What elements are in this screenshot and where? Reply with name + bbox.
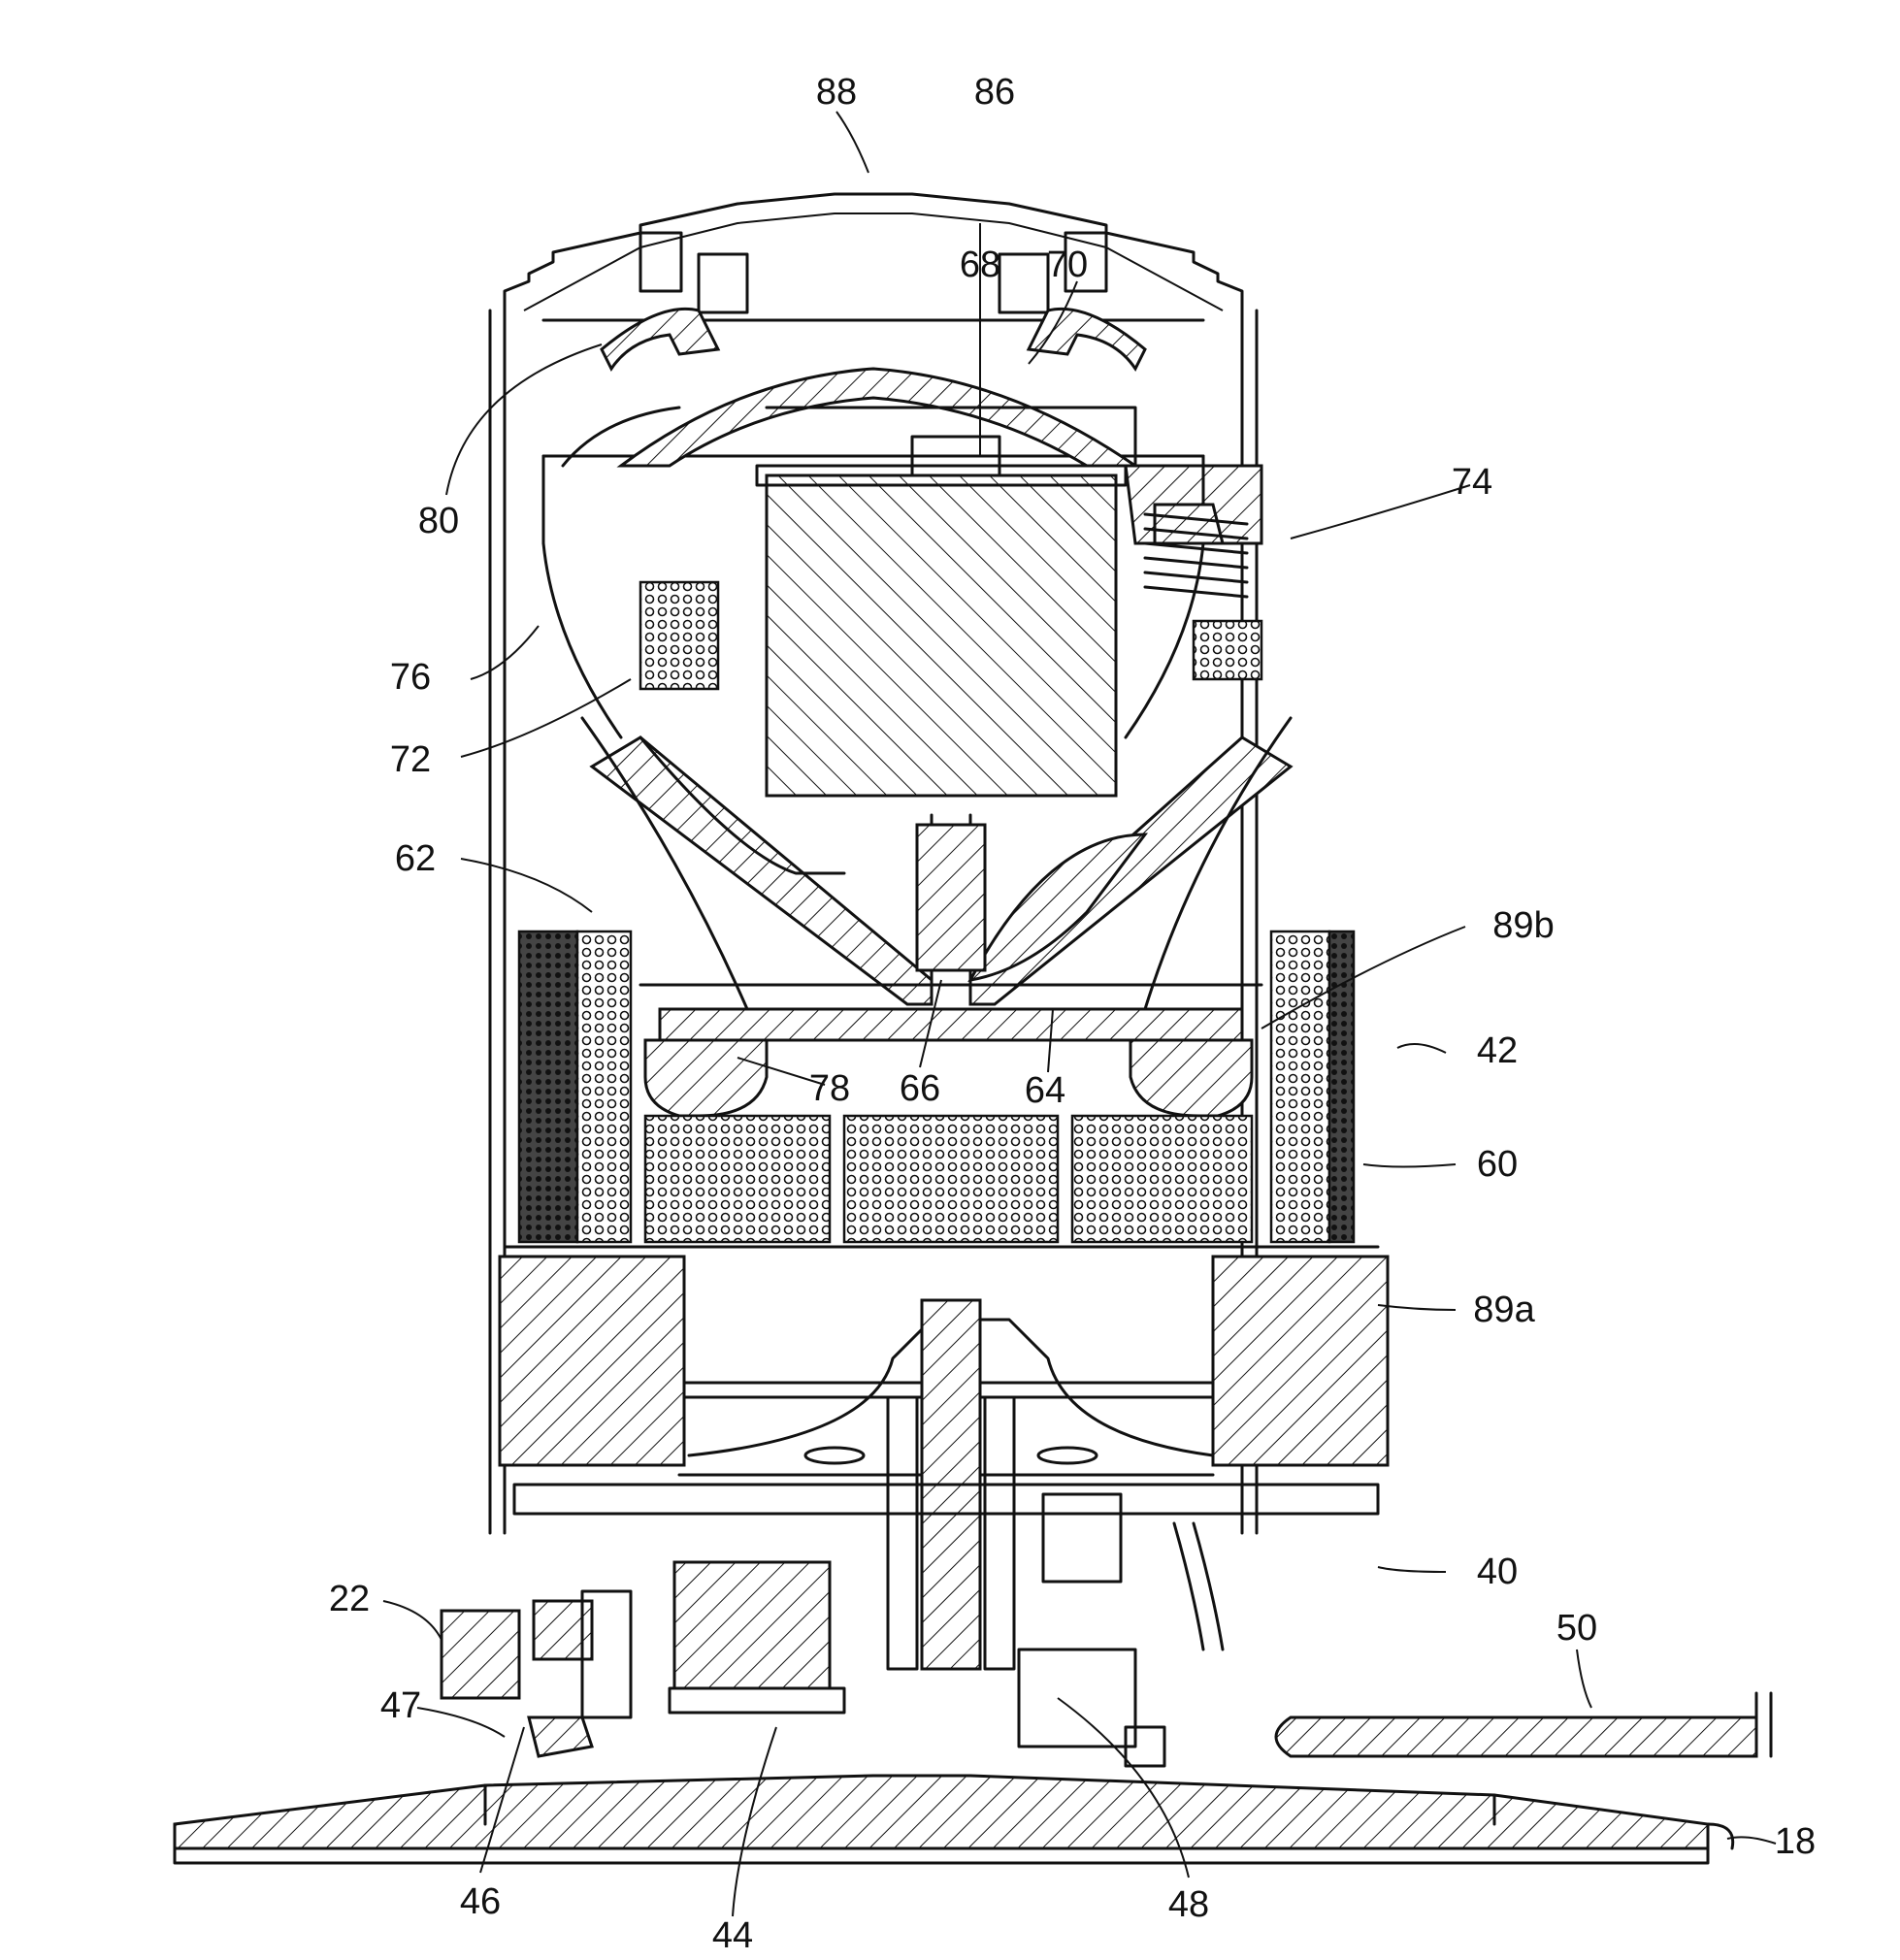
motor-stator bbox=[755, 406, 1137, 798]
coil-windings bbox=[639, 503, 1263, 691]
label-89a: 89a bbox=[1473, 1290, 1535, 1330]
label-72: 72 bbox=[389, 739, 432, 780]
label-47: 47 bbox=[379, 1685, 422, 1726]
label-80: 80 bbox=[417, 501, 460, 541]
label-66: 66 bbox=[899, 1068, 941, 1109]
control-module bbox=[512, 1483, 1380, 1768]
leader-lines bbox=[382, 111, 1777, 1917]
diffuser-plate bbox=[580, 716, 1293, 1118]
label-18: 18 bbox=[1774, 1821, 1817, 1862]
label-42: 42 bbox=[1476, 1030, 1519, 1071]
label-78: 78 bbox=[808, 1068, 851, 1109]
top-cap bbox=[503, 192, 1244, 314]
label-48: 48 bbox=[1167, 1884, 1210, 1925]
label-68: 68 bbox=[959, 245, 1001, 285]
label-89b: 89b bbox=[1492, 905, 1555, 946]
side-connector bbox=[440, 1589, 633, 1758]
label-40: 40 bbox=[1476, 1552, 1519, 1592]
label-22: 22 bbox=[328, 1579, 371, 1619]
label-46: 46 bbox=[459, 1881, 502, 1922]
label-50: 50 bbox=[1556, 1608, 1598, 1649]
label-62: 62 bbox=[394, 838, 437, 879]
side-blocks bbox=[498, 1255, 1390, 1467]
label-74: 74 bbox=[1451, 462, 1493, 503]
filter-mesh bbox=[503, 930, 1380, 1249]
label-60: 60 bbox=[1476, 1144, 1519, 1185]
impeller bbox=[589, 735, 1294, 1006]
label-76: 76 bbox=[389, 657, 432, 698]
label-86: 86 bbox=[973, 72, 1016, 113]
base-plate bbox=[173, 1774, 1735, 1865]
label-88: 88 bbox=[815, 72, 858, 113]
label-64: 64 bbox=[1024, 1070, 1066, 1111]
label-44: 44 bbox=[711, 1915, 754, 1956]
handle-wand bbox=[1274, 1691, 1773, 1758]
label-70: 70 bbox=[1046, 245, 1089, 285]
